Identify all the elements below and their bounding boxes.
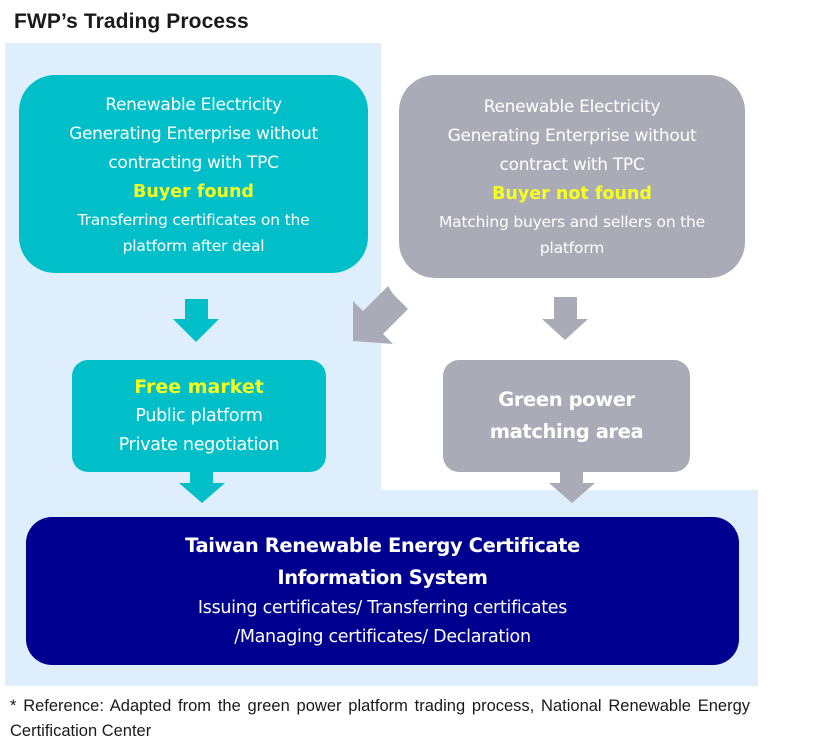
arrow-down-icon [542, 297, 588, 340]
node-text: Generating Enterprise without [69, 124, 318, 144]
node-highlight: Buyer found [133, 182, 254, 202]
node-text: Public platform [135, 406, 263, 426]
node-text: Issuing certificates/ Transferring certi… [197, 598, 568, 618]
node-text: /Managing certificates/ Declaration [234, 627, 531, 647]
node-text: Generating Enterprise without [447, 125, 697, 146]
node-title: Information System [277, 566, 488, 589]
node-highlight: Buyer not found [492, 183, 652, 204]
node-information-system: Taiwan Renewable Energy Certificate Info… [26, 517, 739, 665]
node-text: Renewable Electricity [105, 95, 282, 115]
diagram-title: FWP’s Trading Process [14, 10, 249, 33]
node-text: Green power [498, 388, 635, 411]
node-subtext: Transferring certificates on the [77, 211, 310, 229]
node-green-power-matching-area: Green power matching area [443, 360, 690, 472]
node-text: contracting with TPC [108, 153, 279, 173]
node-subtext: platform [539, 238, 605, 257]
node-text: Renewable Electricity [483, 96, 661, 117]
node-subtext: Matching buyers and sellers on the [438, 212, 706, 231]
node-subtext: platform after deal [122, 237, 265, 255]
node-buyer-found: Renewable Electricity Generating Enterpr… [19, 75, 368, 273]
node-text: matching area [489, 420, 644, 443]
node-text: Private negotiation [118, 435, 280, 455]
node-highlight: Free market [134, 376, 264, 398]
reference-footnote: * Reference: Adapted from the green powe… [10, 697, 750, 740]
node-free-market: Free market Public platform Private nego… [72, 360, 326, 472]
node-title: Taiwan Renewable Energy Certificate [185, 534, 580, 557]
node-buyer-not-found: Renewable Electricity Generating Enterpr… [399, 75, 745, 278]
node-text: contract with TPC [499, 154, 645, 175]
